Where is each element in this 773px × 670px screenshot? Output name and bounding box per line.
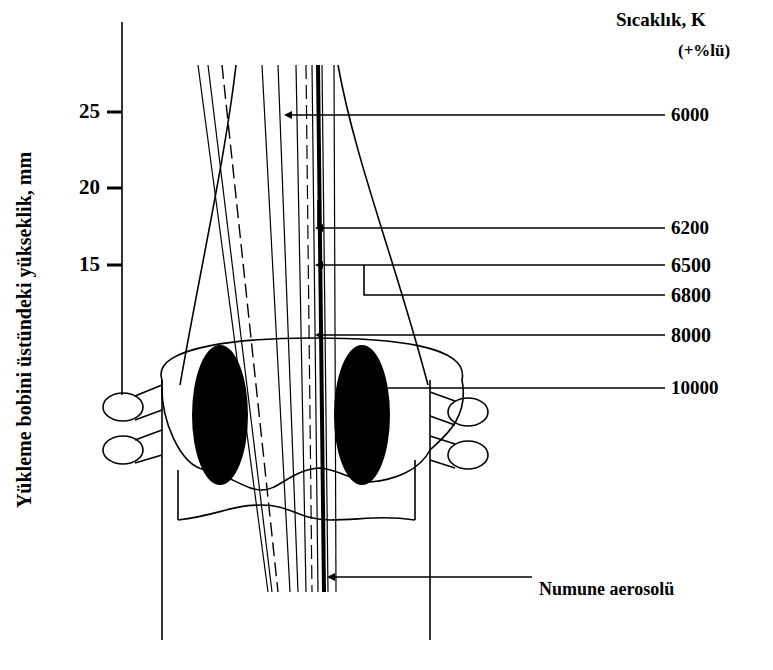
temperature-label: 6800 (671, 284, 711, 306)
leader-arrow (315, 224, 323, 232)
load-coil (448, 398, 488, 426)
height-axis (121, 22, 123, 395)
coil-lead (135, 385, 162, 463)
aerosol-stream (198, 65, 336, 592)
leader-line (287, 114, 665, 116)
outer-tube (429, 380, 431, 640)
leader-line (318, 334, 665, 336)
leader-line (388, 387, 665, 389)
temperature-label: 6500 (671, 254, 711, 276)
stream-line (208, 65, 272, 592)
load-coil (103, 393, 143, 421)
outer-tube (161, 380, 163, 640)
leader-line (318, 200, 665, 228)
stream-line (296, 65, 306, 592)
axis-tick (107, 264, 122, 267)
leader-arrow (315, 331, 323, 339)
leader-line (364, 265, 665, 295)
scale-heading: Sıcaklık, K (616, 10, 706, 31)
part-label: Numune aerosolü (539, 580, 674, 600)
axis-tick-label: 20 (79, 176, 100, 199)
axis-tick (107, 111, 122, 114)
coil-lead (430, 392, 455, 468)
temperature-label: 6200 (671, 218, 709, 239)
stream-line (334, 65, 336, 592)
scale-heading: (+%lü) (678, 42, 730, 61)
temperature-label: 6000 (671, 105, 709, 126)
hot-zone (192, 345, 248, 485)
temperature-label: 8000 (671, 324, 711, 346)
leader-arrow (327, 573, 335, 581)
stream-line (306, 65, 312, 592)
axis-title: Yükleme bobini üstündeki yükseklik, mm (13, 152, 35, 508)
load-coil (448, 441, 488, 469)
plasma-envelope (338, 65, 428, 385)
hot-zone (334, 345, 390, 485)
temperature-label: 10000 (671, 378, 719, 399)
axis-tick (107, 187, 122, 190)
axis-tick-label: 15 (79, 253, 100, 276)
leader-line (318, 264, 665, 266)
axis-tick-label: 25 (79, 100, 100, 123)
leader-arrow (284, 111, 292, 119)
leader-line (330, 576, 532, 578)
stream-line (222, 65, 278, 592)
plasma-base (161, 338, 463, 490)
inner-tube-top (178, 505, 415, 520)
stream-line (198, 65, 268, 592)
leader-arrow (315, 261, 323, 269)
load-coil (103, 436, 143, 464)
stream-line (322, 65, 328, 592)
stream-line (262, 65, 290, 592)
stream-line (278, 65, 298, 592)
